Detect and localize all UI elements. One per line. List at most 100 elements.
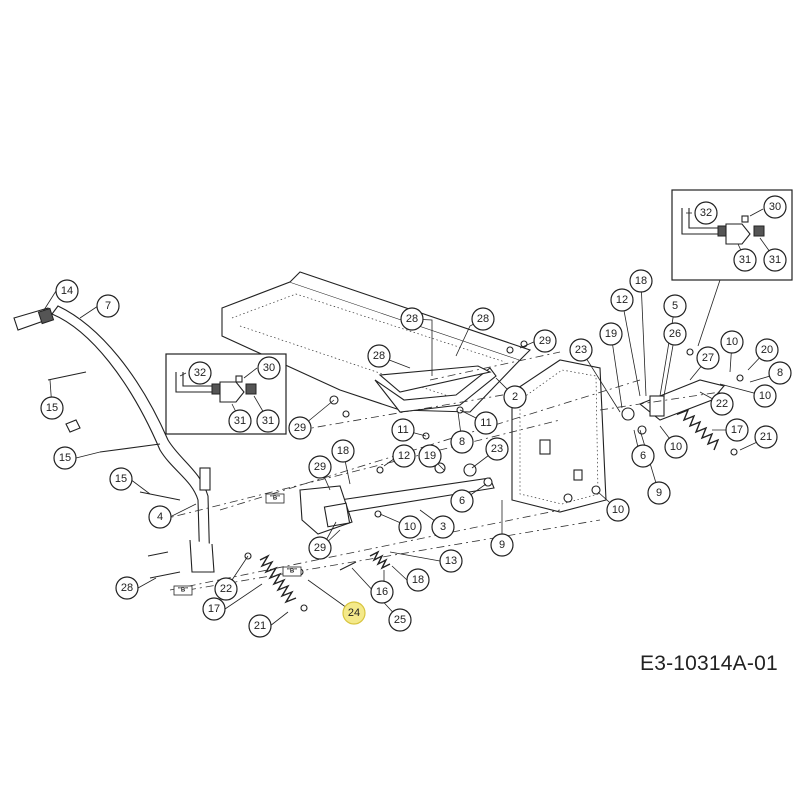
svg-text:15: 15: [59, 452, 71, 464]
part-bubble: 9: [490, 533, 514, 557]
svg-text:4: 4: [157, 511, 163, 523]
svg-text:8: 8: [459, 436, 465, 448]
svg-text:18: 18: [412, 574, 424, 586]
svg-text:28: 28: [406, 313, 418, 325]
part-bubble: 11: [474, 411, 498, 435]
part-bubble: 10: [664, 435, 688, 459]
inset-bubble: 31: [256, 409, 280, 433]
svg-text:7: 7: [105, 300, 111, 312]
svg-text:10: 10: [759, 390, 771, 402]
part-bubble: 16: [370, 580, 394, 604]
svg-text:31: 31: [234, 415, 246, 427]
svg-text:32: 32: [194, 367, 206, 379]
part-bubble: 11: [391, 418, 415, 442]
svg-text:20: 20: [761, 344, 773, 356]
svg-text:28: 28: [121, 582, 133, 594]
svg-text:10: 10: [670, 441, 682, 453]
svg-text:19: 19: [605, 328, 617, 340]
svg-text:2: 2: [512, 391, 518, 403]
svg-text:30: 30: [263, 362, 275, 374]
part-bubble: 28: [400, 307, 424, 331]
part-bubble: 20: [755, 338, 779, 362]
part-bubble: 21: [248, 614, 272, 638]
svg-text:13: 13: [445, 555, 457, 567]
svg-text:10: 10: [612, 504, 624, 516]
part-bubble: 18: [629, 269, 653, 293]
svg-text:23: 23: [491, 443, 503, 455]
hardware: [47, 340, 744, 612]
part-bubble: 29: [308, 455, 332, 479]
part-bubble: 5: [663, 294, 687, 318]
spring-right: [671, 402, 720, 451]
part-bubble: 18: [331, 439, 355, 463]
spring-left: [259, 554, 297, 604]
part-bubble: 10: [753, 384, 777, 408]
svg-text:21: 21: [254, 620, 266, 632]
svg-text:28: 28: [477, 313, 489, 325]
part-bubble-highlighted: 24: [342, 601, 366, 625]
part-bubble: 4: [148, 505, 172, 529]
part-bubble: 21: [754, 425, 778, 449]
part-bubble: 6: [631, 444, 655, 468]
svg-text:17: 17: [731, 424, 743, 436]
part-bubble: 9: [647, 481, 671, 505]
part-bubble: 17: [725, 418, 749, 442]
svg-text:30: 30: [769, 201, 781, 213]
inset-bubble: 31: [228, 409, 252, 433]
part-bubble: 23: [569, 338, 593, 362]
inset-bubble: 30: [257, 356, 281, 380]
inset-bubble: 32: [188, 361, 212, 385]
part-bubble: 12: [610, 288, 634, 312]
part-bubble: 3: [431, 515, 455, 539]
svg-text:24: 24: [348, 607, 360, 619]
svg-text:6: 6: [459, 495, 465, 507]
svg-text:29: 29: [294, 422, 306, 434]
svg-text:31: 31: [769, 254, 781, 266]
callout-tag-1: "B": [265, 493, 285, 504]
svg-text:31: 31: [739, 254, 751, 266]
part-bubble: 6: [450, 489, 474, 513]
part-bubble: 8: [450, 430, 474, 454]
svg-text:"B": "B": [270, 496, 280, 502]
part-bubble: 22: [214, 577, 238, 601]
part-bubble: 25: [388, 608, 412, 632]
part-bubble: 18: [406, 568, 430, 592]
svg-text:9: 9: [656, 487, 662, 499]
svg-text:5: 5: [672, 300, 678, 312]
svg-text:16: 16: [376, 586, 388, 598]
document-code: E3-10314A-01: [640, 652, 778, 675]
part-bubble: 22: [710, 392, 734, 416]
part-bubble: 29: [308, 536, 332, 560]
part-bubbles: 14 7 15 15 15 4 28 22 17 21 24 25 16 18 …: [40, 195, 792, 638]
spring-small: [369, 550, 391, 570]
svg-text:10: 10: [726, 336, 738, 348]
svg-text:9: 9: [499, 539, 505, 551]
part-bubble: 29: [288, 416, 312, 440]
part-bubble: 8: [768, 361, 792, 385]
part-bubble: 29: [533, 329, 557, 353]
svg-text:29: 29: [539, 335, 551, 347]
svg-text:10: 10: [404, 521, 416, 533]
part-bubble: 27: [696, 346, 720, 370]
inset-bubble: 31: [733, 248, 757, 272]
svg-text:18: 18: [337, 445, 349, 457]
svg-text:28: 28: [373, 350, 385, 362]
part-bubble: 19: [599, 322, 623, 346]
callout-tag-3: "B": [282, 566, 302, 577]
svg-text:25: 25: [394, 614, 406, 626]
part-bubble: 10: [720, 330, 744, 354]
svg-text:22: 22: [220, 583, 232, 595]
part-bubble: 23: [485, 437, 509, 461]
part-bubble: 15: [109, 467, 133, 491]
part-bubble: 12: [392, 444, 416, 468]
svg-text:27: 27: [702, 352, 714, 364]
svg-text:26: 26: [669, 328, 681, 340]
svg-text:11: 11: [397, 424, 408, 436]
part-bubble: 15: [40, 396, 64, 420]
svg-text:"B": "B": [178, 588, 188, 594]
part-bubble: 10: [606, 498, 630, 522]
part-bubble: 19: [418, 444, 442, 468]
part-bubble: 26: [663, 322, 687, 346]
part-bubble: 14: [55, 279, 79, 303]
